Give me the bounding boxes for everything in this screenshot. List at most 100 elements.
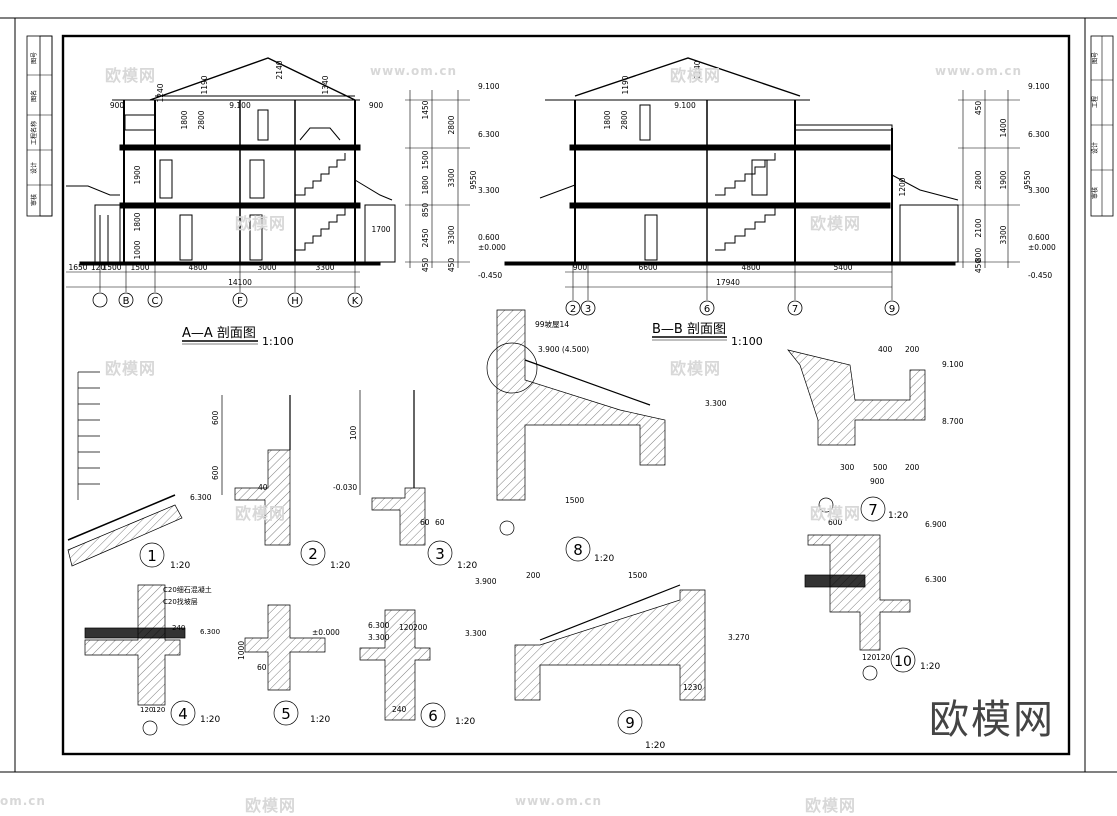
level: 8.700 [942,417,964,426]
watermark: 欧模网 [810,504,862,523]
dim: 3300 [447,168,456,187]
dim: 1800 [603,110,612,129]
brand-logo-watermark: 欧模网 [929,697,1055,743]
dim: 1500 [130,263,149,272]
section-aa-scale: 1:100 [262,335,294,348]
dim: 120 [876,653,891,662]
dim: 240 [392,705,407,714]
dim: 1000 [237,641,246,660]
title-block-label: 设计 [30,162,38,174]
axis-label: 9 [889,304,895,315]
title-block-label: 审核 [30,194,38,206]
bb-dimensions: 900 6600 4800 5400 17940 2140 1190 9.100… [573,60,1032,287]
bb-levels: 9.100 6.300 3.300 0.600 ±0.000 -0.450 [1028,82,1056,280]
detail-2 [221,395,326,566]
detail-number: 1 [147,547,157,565]
dim: 600 [211,465,220,480]
detail-scale: 1:20 [455,717,475,727]
dim: 4800 [188,263,207,272]
dim: 1650 [68,263,87,272]
detail-9 [514,584,706,735]
dim: 1240 [156,83,165,102]
watermark: 欧模网 [235,504,287,523]
left-title-block: 图号 图名 工程名称 设计 审核 [26,35,53,217]
detail-5 [244,604,326,726]
level: 3.300 [465,629,487,638]
dim: 1200 [898,177,907,196]
dim: 400 [878,345,893,354]
detail-scale: 1:20 [170,561,190,571]
dim: 1800 [421,175,430,194]
watermark-url: www.om.cn [515,794,603,808]
drawing-border [61,34,1071,756]
watermark: 欧模网 [810,214,862,233]
dim: 2100 [974,218,983,237]
dim: 1500 [102,263,121,272]
dim: 300 [840,463,855,472]
section-aa-drawing [66,57,470,292]
dim: 900 [573,263,588,272]
dim: 2140 [693,60,702,79]
level: 0.600 [1028,233,1050,242]
dim: 800 [974,248,983,263]
dim: 5400 [833,263,852,272]
dim: 1500 [421,150,430,169]
dim: 1340 [321,75,330,94]
title-block-label: 工程名称 [30,121,38,145]
level: 3.300 [368,633,390,642]
right-title-block: 图号 工程 设计 审核 [1090,35,1114,217]
detail-scale: 1:20 [920,662,940,672]
watermark-url: om.cn [0,794,46,808]
right-block-label: 审核 [1091,187,1099,199]
bb-axis-markers: 2 3 6 7 9 [565,300,900,316]
detail-scale: 1:20 [310,715,330,725]
level: 6.300 [200,628,220,636]
watermark-url: www.om.cn [935,64,1023,78]
watermark: 欧模网 [245,796,297,815]
dim: 1500 [628,571,647,580]
section-bb-scale: 1:100 [731,335,763,348]
detail-number: 4 [178,705,188,723]
detail-scale: 1:20 [457,561,477,571]
dim: 2140 [275,60,284,79]
dim: 900 [110,101,125,110]
level: 6.300 [368,621,390,630]
dim: 14100 [228,278,252,287]
dim: 1230 [683,683,702,692]
axis-label: C [152,296,159,307]
level: 6.900 [925,520,947,529]
level: -0.450 [478,271,502,280]
dim: 3300 [999,225,1008,244]
axis-label: H [291,296,299,307]
detail-7-labels: 7 1:20 9.100 8.700 400 200 300 500 200 9… [840,345,964,521]
dim: 2800 [620,110,629,129]
detail-7 [787,349,926,522]
level: 9.100 [1028,82,1050,91]
dim: 1900 [999,170,1008,189]
dim: 450 [974,101,983,116]
detail-number: 7 [868,501,878,519]
detail-1 [67,371,183,568]
dim: 120 [152,706,165,714]
dim: 1400 [999,118,1008,137]
axis-label: B [123,296,130,307]
watermark: 欧模网 [105,66,157,85]
dim: 60 [420,518,430,527]
aa-title: A—A 剖面图 1:100 [182,326,294,348]
watermark-url: www.om.cn [370,64,458,78]
title-block-label: 图号 [31,52,38,64]
axis-label: 2 [570,304,576,315]
dim: 200 [526,571,541,580]
detail-4-labels: 4 1:20 6.300 240 120 120 C20细石混凝土 C20找坡层 [140,585,220,725]
dim: 3000 [257,263,276,272]
detail-number: 3 [435,545,445,563]
level: 3.300 [1028,186,1050,195]
section-bb-drawing [504,57,1020,300]
aa-levels: 9.100 6.300 3.300 0.600 ±0.000 -0.450 [478,82,506,280]
level: -0.450 [1028,271,1052,280]
dim: 120 [91,263,106,272]
dim: 120 [399,623,414,632]
dim: 2800 [974,170,983,189]
level: 6.300 [925,575,947,584]
